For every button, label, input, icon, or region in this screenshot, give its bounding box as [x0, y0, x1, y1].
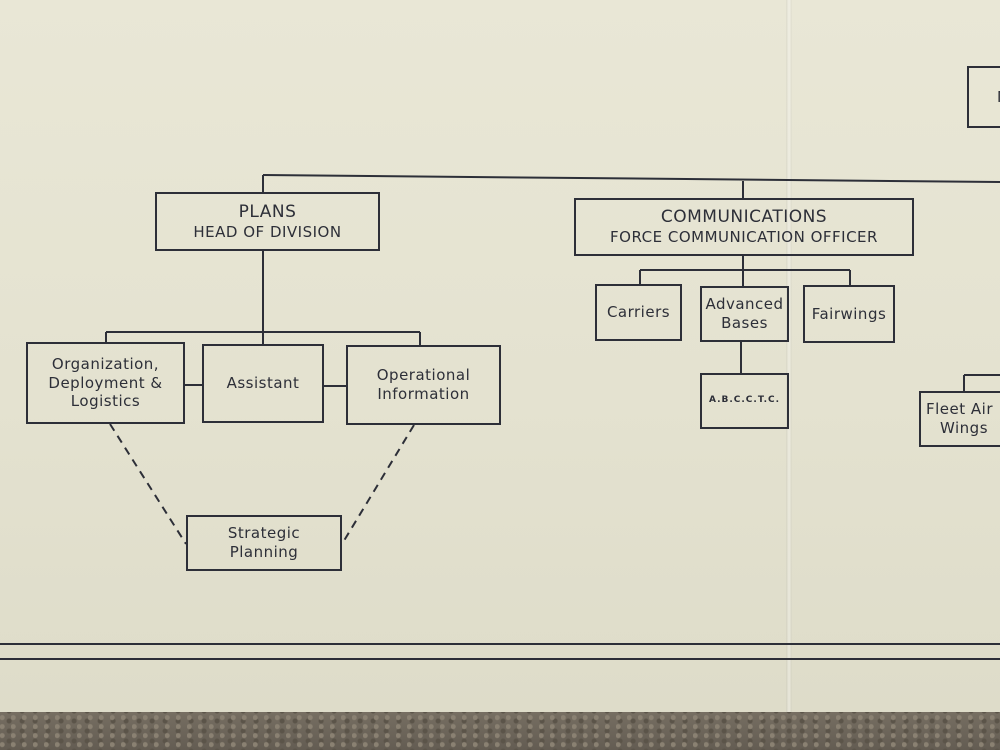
- carriers-box: Carriers: [595, 284, 682, 341]
- partial-top-right-label: M: [997, 88, 1000, 107]
- fleet-air-wings-box: Fleet Air Wings: [919, 391, 1000, 447]
- org-line-1: Organization,: [51, 354, 160, 373]
- floor-background: [0, 705, 1000, 750]
- abcctc-box: A.B.C.C.T.C.: [700, 373, 789, 429]
- fleet-air-wings-line-1: Fleet Air: [926, 400, 993, 419]
- communications-box: COMMUNICATIONS FORCE COMMUNICATION OFFIC…: [574, 198, 914, 256]
- dashed-right-line: [341, 424, 415, 545]
- paper-fold: [786, 0, 792, 712]
- connector-lines: [105, 174, 1000, 545]
- operational-information-box: Operational Information: [346, 345, 501, 425]
- fairwings-label: Fairwings: [811, 304, 887, 323]
- strategic-line-2: Planning: [229, 543, 299, 561]
- advanced-bases-box: Advanced Bases: [700, 286, 789, 342]
- plans-box: PLANS HEAD OF DIVISION: [155, 192, 380, 251]
- carriers-label: Carriers: [606, 303, 671, 322]
- bottom-rule-lower: [0, 658, 1000, 660]
- top-bus-line: [262, 174, 1000, 183]
- strategic-planning-box: Strategic Planning: [186, 515, 342, 571]
- strategic-line-1: Strategic: [227, 524, 301, 543]
- org-deployment-logistics-box: Organization, Deployment & Logistics: [26, 342, 185, 424]
- assistant-box: Assistant: [202, 344, 324, 423]
- fleet-air-wings-line-2: Wings: [940, 419, 989, 437]
- operational-line-1: Operational: [376, 366, 471, 385]
- bottom-rule-upper: [0, 643, 1000, 645]
- fairwings-box: Fairwings: [803, 285, 895, 343]
- advanced-bases-line-1: Advanced: [705, 295, 784, 314]
- partial-top-right-box: M: [967, 66, 1000, 128]
- communications-title: COMMUNICATIONS: [660, 207, 828, 227]
- dashed-left-line: [109, 423, 187, 545]
- advanced-bases-line-2: Bases: [721, 314, 768, 332]
- operational-line-2: Information: [377, 385, 470, 403]
- assistant-label: Assistant: [226, 374, 300, 393]
- plans-title: PLANS: [238, 201, 297, 222]
- communications-subtitle: FORCE COMMUNICATION OFFICER: [610, 228, 878, 247]
- org-line-2: Deployment &: [48, 373, 163, 392]
- org-chart-sheet: PLANS HEAD OF DIVISION Organization, Dep…: [0, 0, 1000, 712]
- abcctc-label: A.B.C.C.T.C.: [708, 395, 781, 406]
- plans-subtitle: HEAD OF DIVISION: [193, 222, 342, 241]
- org-line-3: Logistics: [70, 392, 141, 411]
